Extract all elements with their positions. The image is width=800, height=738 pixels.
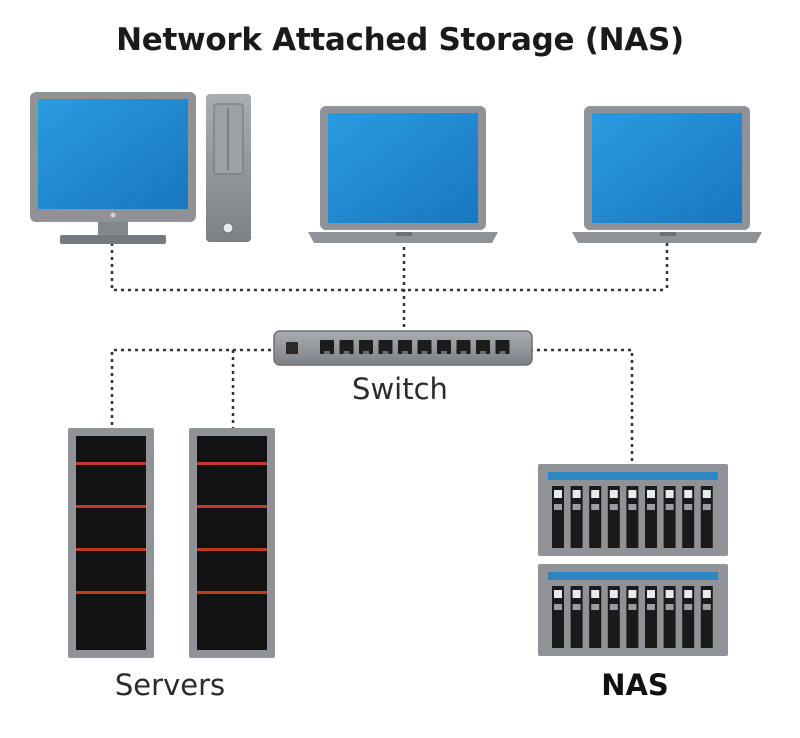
servers-group — [68, 428, 275, 658]
nas-drive-bay — [645, 486, 657, 548]
switch-label: Switch — [352, 372, 448, 406]
nas-drive-bay — [552, 486, 564, 548]
nas-label: NAS — [601, 668, 669, 702]
nas-drive-bay — [570, 486, 583, 548]
connection-desktop — [110, 243, 667, 292]
switch-port — [495, 340, 510, 354]
laptop-right-base — [572, 232, 762, 243]
laptop-center-screen — [328, 113, 478, 223]
nas-drive-bay — [607, 586, 620, 648]
servers-label: Servers — [114, 668, 226, 702]
switch-port — [398, 340, 412, 354]
laptop-right — [572, 106, 762, 243]
nas-drive-bay — [682, 486, 695, 548]
nas-drive-bay — [570, 586, 583, 648]
desktop-stand-base — [60, 235, 166, 244]
laptop-center — [308, 106, 498, 243]
switch-port — [437, 340, 451, 354]
switch-port — [339, 340, 354, 354]
nas-drive-bay — [552, 586, 564, 648]
server-rack — [68, 428, 154, 658]
nas-drive-bay — [700, 486, 713, 548]
nas-drive-bay — [607, 486, 620, 548]
network-connections — [110, 240, 669, 464]
nas-drive-bay — [663, 586, 676, 648]
nas-drive-bay — [682, 586, 695, 648]
nas-drive-bay — [645, 586, 657, 648]
laptop-center-base — [308, 232, 498, 243]
switch-ports — [320, 340, 510, 354]
switch-port — [378, 340, 393, 354]
laptop-right-screen — [592, 113, 742, 223]
switch-port — [456, 340, 471, 354]
power-icon — [222, 222, 234, 234]
nas-unit — [538, 464, 728, 556]
network-switch — [273, 330, 533, 366]
nas-drive-bay — [626, 586, 639, 648]
diagram-title: Network Attached Storage (NAS) — [116, 22, 684, 58]
nas-drive-bay — [700, 586, 713, 648]
switch-port — [359, 340, 373, 354]
switch-port — [476, 340, 490, 354]
switch-port — [417, 340, 432, 354]
switch-port — [320, 340, 334, 354]
desktop-computer — [30, 92, 251, 244]
nas-unit — [538, 564, 728, 656]
nas-drive-bay — [589, 586, 602, 648]
desktop-screen — [38, 99, 188, 209]
connection-nas — [530, 348, 634, 464]
nas-drive-bay — [589, 486, 602, 548]
nas-group — [538, 464, 728, 656]
nas-drive-bay — [663, 486, 676, 548]
connection-server-1 — [110, 348, 278, 430]
server-rack — [189, 428, 275, 658]
nas-drive-bay — [626, 486, 639, 548]
